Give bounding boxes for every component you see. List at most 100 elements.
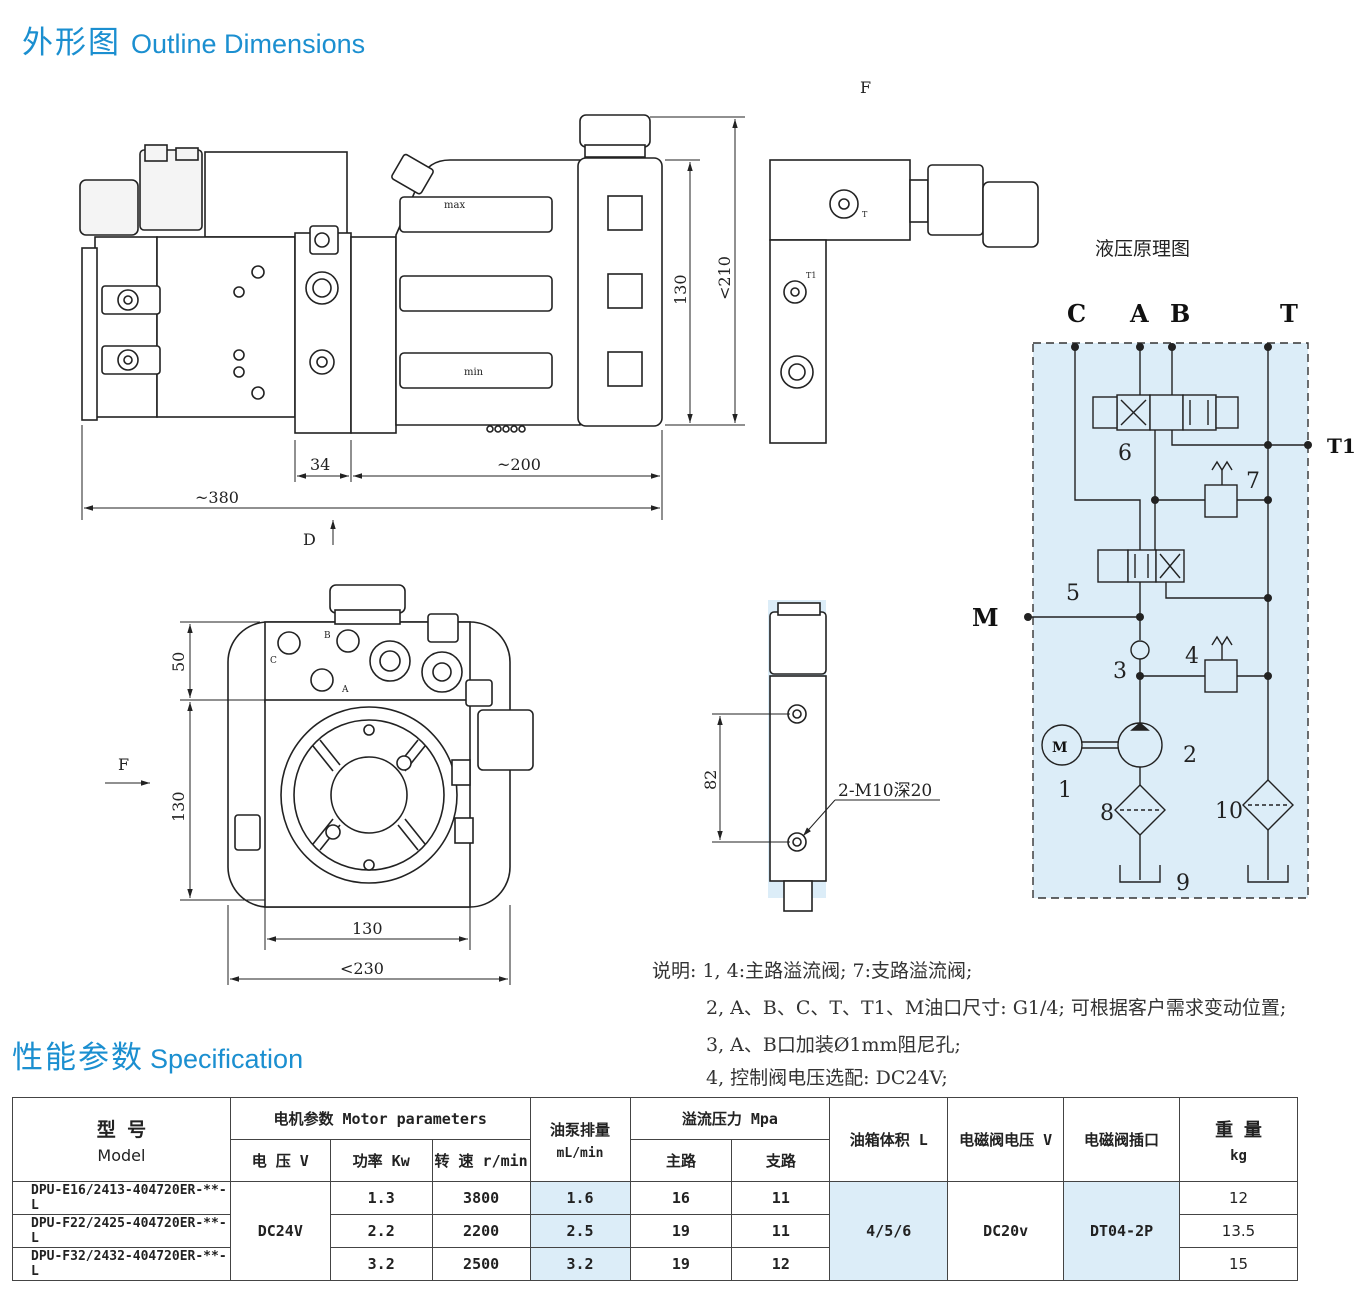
dim-380: ~380: [195, 488, 239, 507]
cell-speed: 3800: [431, 1181, 531, 1215]
header-pump-unit: mL/min: [556, 1145, 604, 1161]
level-max-label: max: [444, 200, 465, 211]
header-tank: 油箱体积 L: [829, 1097, 949, 1182]
cell-main: 19: [629, 1214, 733, 1248]
table-row: DPU-E16/2413-404720ER-**-L DC24V 1.3 380…: [12, 1181, 1298, 1281]
header-weight: 重 量 kg: [1179, 1097, 1298, 1182]
outline-drawing: max min 34 ~200 ~380 D F 130 <210 T T1: [79, 78, 1356, 985]
cell-branch: 12: [731, 1247, 831, 1281]
cell-branch: 11: [731, 1214, 831, 1248]
note-2: 2, A、B、C、T、T1、M油口尺寸: G1/4; 可根据客户需求变动位置;: [706, 997, 1287, 1019]
port-a-label: A: [1129, 299, 1149, 328]
header-model: 型 号 Model: [12, 1097, 231, 1182]
cell-speed: 2200: [431, 1214, 531, 1248]
comp-10: 10: [1215, 799, 1243, 824]
cell-weight: 12: [1179, 1181, 1298, 1215]
port-b-label: B: [1170, 299, 1190, 328]
comp-6: 6: [1118, 441, 1132, 466]
cell-main: 19: [629, 1247, 733, 1281]
bottom-dims: [105, 621, 511, 985]
schematic-port-labels: C A B T T1 M: [972, 299, 1356, 632]
dim-82: 82: [701, 770, 720, 790]
cell-model: DPU-E16/2413-404720ER-**-L: [12, 1181, 231, 1215]
cell-model: DPU-F32/2432-404720ER-**-L: [12, 1247, 231, 1281]
dim-130-height: 130: [671, 274, 690, 305]
notes: 说明: 1, 4:主路溢流阀; 7:支路溢流阀; 2, A、B、C、T、T1、M…: [652, 953, 1286, 1092]
header-relief: 溢流压力 Mpa: [629, 1097, 831, 1140]
motor-symbol-label: M: [1052, 740, 1068, 756]
cell-power: 3.2: [329, 1247, 433, 1281]
cell-branch: 11: [731, 1181, 831, 1215]
cell-model: DPU-F22/2425-404720ER-**-L: [12, 1214, 231, 1248]
dim-200: ~200: [497, 455, 541, 474]
comp-9: 9: [1176, 871, 1190, 896]
dim-50: 50: [169, 652, 188, 672]
header-pump: 油泵排量 mL/min: [529, 1097, 631, 1182]
cell-pump: 3.2: [529, 1247, 631, 1281]
header-model-zh: 型 号: [96, 1118, 147, 1141]
view-f-label-top: F: [860, 78, 871, 97]
note-1: 说明: 1, 4:主路溢流阀; 7:支路溢流阀;: [652, 960, 973, 982]
side-port-t1: T1: [806, 271, 816, 280]
outline-title-zh: 外形图: [22, 25, 121, 61]
header-valve-voltage: 电磁阀电压 V: [947, 1097, 1065, 1182]
dim-210-height: <210: [715, 256, 734, 300]
cell-power: 2.2: [329, 1214, 433, 1248]
note-4: 4, 控制阀电压选配: DC24V;: [706, 1067, 948, 1089]
manifold-dims: [712, 713, 940, 843]
table-row: DPU-F32/2432-404720ER-**-L 3.2 2500 3.2 …: [12, 1247, 1298, 1281]
header-weight-unit: kg: [1230, 1147, 1247, 1164]
cell-voltage: DC24V: [229, 1181, 331, 1281]
comp-1: 1: [1058, 778, 1072, 803]
header-power: 功率 Kw: [329, 1139, 433, 1182]
schematic-numbers: 1 2 3 4 5 6 7 8 9 10: [1058, 441, 1260, 896]
front-view: [79, 114, 663, 434]
dim-34: 34: [310, 455, 330, 474]
schematic-junctions: [1024, 343, 1312, 680]
bottom-port-a: A: [341, 685, 349, 695]
note-3: 3, A、B口加装Ø1mm阻尼孔;: [706, 1034, 961, 1056]
schematic-lines: [1028, 345, 1308, 883]
dim-130-depth: 130: [169, 791, 188, 822]
cell-valve-voltage: DC20v: [947, 1181, 1065, 1281]
header-motor: 电机参数 Motor parameters: [229, 1097, 531, 1140]
spec-title-en: Specification: [150, 1044, 304, 1074]
view-d-label: D: [303, 530, 316, 549]
comp-7: 7: [1246, 469, 1260, 494]
level-min-label: min: [464, 367, 484, 378]
header-branch: 支路: [731, 1139, 831, 1182]
front-dims: [81, 116, 745, 545]
cell-tank: 4/5/6: [829, 1181, 949, 1281]
thread-callout: 2-M10深20: [838, 781, 932, 801]
comp-5: 5: [1066, 581, 1080, 606]
header-voltage: 电 压 V: [229, 1139, 331, 1182]
dim-230: <230: [340, 959, 384, 978]
port-c-label: C: [1067, 299, 1086, 328]
header-main: 主路: [629, 1139, 733, 1182]
bottom-port-b: B: [324, 631, 331, 641]
header-pump-zh: 油泵排量: [550, 1120, 611, 1139]
spec-title-zh: 性能参数: [12, 1040, 144, 1076]
cell-power: 1.3: [329, 1181, 433, 1215]
bottom-port-c: C: [270, 656, 277, 666]
cell-main: 16: [629, 1181, 733, 1215]
schematic-title: 液压原理图: [1095, 238, 1190, 260]
cell-valve-plug: DT04-2P: [1063, 1181, 1180, 1281]
outline-title: 外形图 Outline Dimensions: [22, 17, 365, 62]
cell-pump: 1.6: [529, 1181, 631, 1215]
cell-speed: 2500: [431, 1247, 531, 1281]
view-f-label-left: F: [118, 755, 129, 774]
cell-pump: 2.5: [529, 1214, 631, 1248]
header-speed: 转 速 r/min: [431, 1139, 531, 1182]
header-weight-zh: 重 量: [1215, 1119, 1262, 1141]
comp-8: 8: [1100, 801, 1114, 826]
header-valve-plug: 电磁阀插口: [1063, 1097, 1180, 1182]
outline-title-en: Outline Dimensions: [131, 29, 366, 59]
dim-130-width: 130: [352, 919, 383, 938]
table-row: DPU-F22/2425-404720ER-**-L 2.2 2200 2.5 …: [12, 1214, 1298, 1248]
header-model-en: Model: [97, 1145, 146, 1165]
port-m-label: M: [972, 603, 999, 632]
bottom-view: [227, 584, 534, 908]
comp-3: 3: [1113, 659, 1127, 684]
